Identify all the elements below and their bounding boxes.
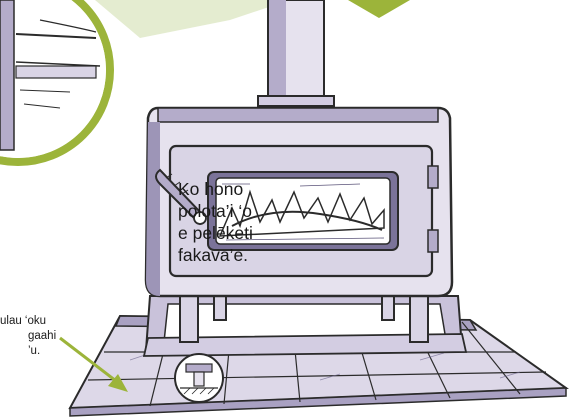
top-banner-shape: [95, 0, 290, 38]
stove-note-line: e pelēketi: [178, 222, 298, 244]
leveling-foot-detail-icon: [175, 354, 223, 402]
floor-note-line: ’u.: [0, 344, 130, 359]
floor-note-line: gaahi: [0, 329, 130, 344]
stove-note-line: fakava’e.: [178, 244, 298, 266]
floor-note-caption: ulau ‘oku gaahi ’u.: [0, 314, 130, 359]
stove-note-line: Ko hono: [178, 178, 298, 200]
down-triangle-icon: [348, 0, 410, 18]
stove-note-caption: Ko hono polota’i ‘o e pelēketi fakava’e.: [178, 178, 298, 266]
zoom-callout-circle: [0, 0, 120, 170]
stove-note-line: polota’i ‘o: [178, 200, 298, 222]
floor-note-line: ulau ‘oku: [0, 314, 130, 329]
flue-pipe: [258, 0, 334, 106]
